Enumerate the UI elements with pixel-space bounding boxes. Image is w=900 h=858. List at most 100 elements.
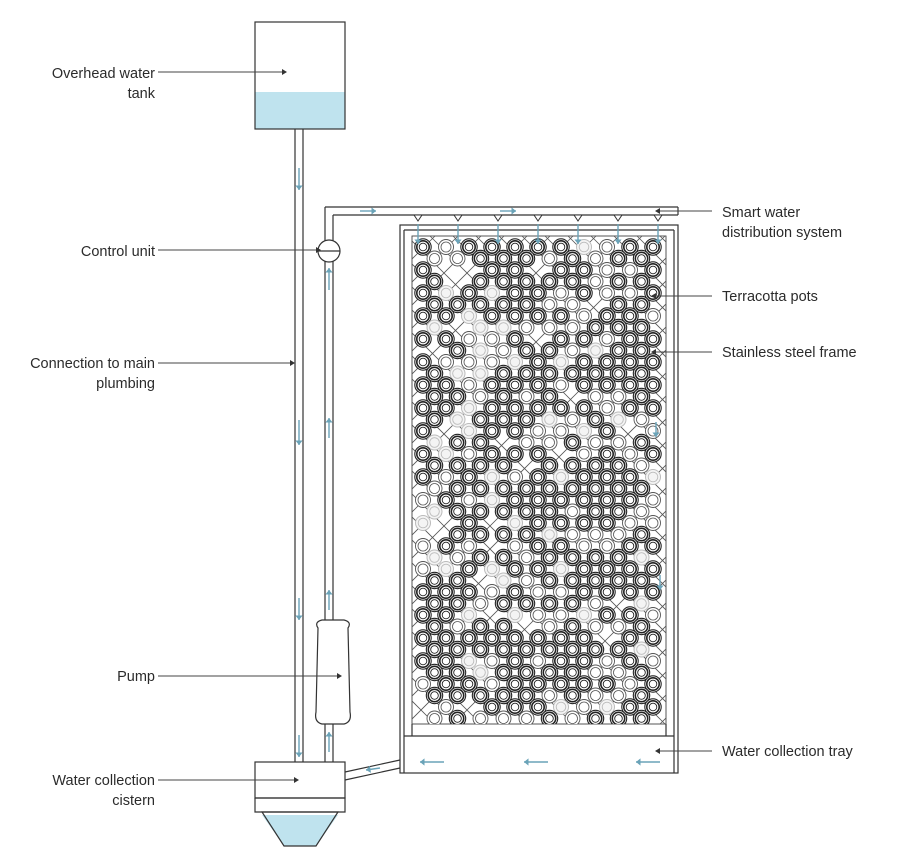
lattice-line (412, 654, 482, 724)
terracotta-pot (471, 686, 490, 705)
terracotta-pot (494, 548, 513, 567)
terracotta-pot (495, 710, 512, 724)
terracotta-pot (414, 330, 432, 348)
terracotta-pot (621, 399, 639, 417)
label-terracotta-pots: Terracotta pots (722, 289, 818, 305)
terracotta-pot (541, 618, 558, 635)
nozzle (533, 214, 543, 222)
terracotta-pot (495, 342, 512, 359)
terracotta-pot (540, 571, 559, 590)
terracotta-pot (530, 584, 546, 600)
terracotta-pot (517, 640, 536, 659)
terracotta-pot (506, 629, 524, 647)
terracotta-pot (621, 560, 639, 578)
terracotta-pot (414, 376, 432, 394)
flow-arrow (656, 575, 664, 590)
terracotta-pot (494, 502, 513, 521)
terracotta-pot (460, 514, 478, 532)
terracotta-pot (599, 699, 615, 715)
terracotta-pot (564, 319, 581, 336)
flow-arrow (325, 418, 333, 438)
terracotta-pot (598, 583, 616, 601)
terracotta-pot (552, 399, 570, 417)
terracotta-pot (632, 318, 651, 337)
terracotta-pot (471, 410, 490, 429)
terracotta-pot (437, 307, 455, 325)
terracotta-pot (506, 583, 524, 601)
terracotta-pot (530, 653, 546, 669)
terracotta-pot (621, 376, 639, 394)
terracotta-pot (621, 629, 639, 647)
lattice-line (412, 236, 482, 306)
terracotta-pot (610, 618, 627, 635)
terracotta-pot (425, 364, 444, 383)
terracotta-pot (425, 640, 444, 659)
terracotta-pot (575, 675, 593, 693)
terracotta-pot (507, 354, 523, 370)
terracotta-pot (426, 710, 443, 724)
terracotta-pot (644, 560, 662, 578)
terracotta-pot (540, 502, 559, 521)
flow-arrow (295, 420, 303, 445)
terracotta-pot (552, 261, 570, 279)
terracotta-pot (598, 445, 616, 463)
terracotta-pot (599, 239, 615, 255)
terracotta-pot (540, 594, 559, 613)
flow-arrow (652, 422, 660, 437)
terracotta-pot (564, 296, 581, 313)
terracotta-pot (438, 285, 454, 301)
terracotta-pot (586, 548, 605, 567)
terracotta-pot (425, 663, 444, 682)
terracotta-pot (610, 388, 627, 405)
terracotta-pot (506, 399, 524, 417)
terracotta-pot (541, 411, 558, 428)
terracotta-pot (471, 617, 490, 636)
terracotta-pot (495, 319, 512, 336)
flow-arrow (325, 590, 333, 610)
control-unit (317, 239, 341, 263)
terracotta-pot (530, 607, 546, 623)
terracotta-pot (448, 686, 467, 705)
terracotta-pot (438, 699, 454, 715)
terracotta-pot (632, 525, 651, 544)
terracotta-pot (609, 709, 628, 724)
terracotta-pot (426, 549, 443, 566)
terracotta-pot (425, 272, 444, 291)
terracotta-pot (575, 560, 593, 578)
terracotta-pot (529, 284, 547, 302)
terracotta-pot (645, 308, 661, 324)
terracotta-pot (575, 330, 593, 348)
terracotta-pot (529, 468, 547, 486)
terracotta-pot (438, 561, 454, 577)
terracotta-pot (438, 469, 454, 485)
label-line: Water collection (52, 773, 155, 789)
terracotta-pot (414, 238, 432, 256)
flow-arrow (654, 224, 662, 244)
terracotta-pot (461, 423, 477, 439)
flow-arrows (295, 168, 664, 773)
terracotta-pot (575, 514, 593, 532)
terracotta-pot (609, 318, 628, 337)
terracotta-pot (506, 422, 524, 440)
flow-arrow (574, 224, 582, 244)
terracotta-pot (587, 434, 604, 451)
terracotta-pot (645, 492, 661, 508)
terracotta-pot (518, 549, 535, 566)
terracotta-pot (483, 307, 501, 325)
terracotta-pot (587, 687, 604, 704)
nozzle (413, 214, 423, 222)
terracotta-pot (484, 653, 500, 669)
terracotta-pot (587, 388, 604, 405)
terracotta-pot (540, 272, 559, 291)
terracotta-pot (472, 664, 489, 681)
terracotta-pot (484, 492, 500, 508)
terracotta-pot (576, 538, 592, 554)
terracotta-pot (426, 434, 443, 451)
terracotta-pot (540, 479, 559, 498)
terracotta-pot (621, 353, 639, 371)
terracotta-pot (644, 675, 662, 693)
terracotta-pot (507, 469, 523, 485)
terracotta-pot (587, 250, 604, 267)
terracotta-pot (632, 571, 651, 590)
